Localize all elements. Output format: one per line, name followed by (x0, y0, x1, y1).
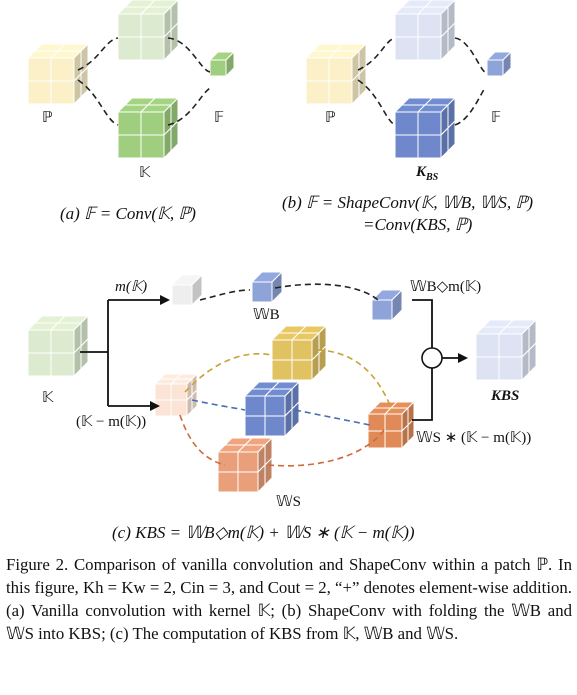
cube-a-K-top (116, 0, 179, 62)
panel-b-connectors (357, 37, 486, 126)
label-c-KBS: KBS (491, 388, 520, 404)
label-c-K: 𝕂 (42, 390, 54, 406)
cube-c-WS-result (366, 400, 416, 450)
cube-c-mK (170, 273, 204, 307)
cube-c-K-minus (153, 372, 199, 418)
cube-c-blue (243, 380, 301, 438)
cube-a-K-bottom (116, 96, 180, 160)
label-a-K: 𝕂 (139, 165, 151, 181)
cube-b-KBS (393, 96, 457, 160)
plus-circle (421, 347, 443, 369)
cube-c-K (26, 314, 90, 378)
cube-c-WB-mK (370, 288, 404, 322)
cube-a-P (26, 42, 90, 106)
panel-c-arrowheads (150, 295, 468, 411)
label-b-P: ℙ (325, 110, 336, 126)
cube-b-P (304, 42, 368, 106)
cube-c-orange (216, 436, 274, 494)
label-b-KBS: KBS (416, 164, 439, 183)
label-a-F: 𝔽 (214, 110, 225, 126)
label-c-WS: 𝕎S (276, 494, 301, 510)
cube-c-WB (250, 270, 284, 304)
label-c-WB-mK: 𝕎B◇m(𝕂) (410, 279, 482, 295)
figure-caption: Figure 2. Comparison of vanilla convolut… (6, 555, 572, 643)
label-c-K-minus: (𝕂 − m(𝕂)) (76, 414, 147, 430)
caption-b-line2: =Conv(KBS, ℙ) (363, 215, 473, 234)
cube-b-F (485, 50, 513, 78)
caption-b-line1: (b) 𝔽 = ShapeConv(𝕂, 𝕎B, 𝕎S, ℙ) (282, 193, 534, 212)
panel-c-dashed (179, 283, 393, 467)
label-c-mK: m(𝕂) (115, 279, 148, 295)
cube-c-KBS (474, 318, 538, 382)
label-a-P: ℙ (42, 110, 53, 126)
panel-a-connectors (77, 37, 211, 126)
cube-b-WB (393, 0, 456, 62)
cube-c-gold (270, 324, 328, 382)
label-b-F: 𝔽 (491, 110, 502, 126)
figure-canvas (26, 0, 538, 494)
caption-c: (c) KBS = 𝕎B◇m(𝕂) + 𝕎S ∗ (𝕂 − m(𝕂)) (112, 523, 415, 542)
label-c-WB: 𝕎B (253, 307, 280, 323)
label-c-WS-times: 𝕎S ∗ (𝕂 − m(𝕂)) (416, 430, 532, 446)
cube-a-F (208, 50, 236, 78)
caption-a: (a) 𝔽 = Conv(𝕂, ℙ) (60, 204, 196, 223)
